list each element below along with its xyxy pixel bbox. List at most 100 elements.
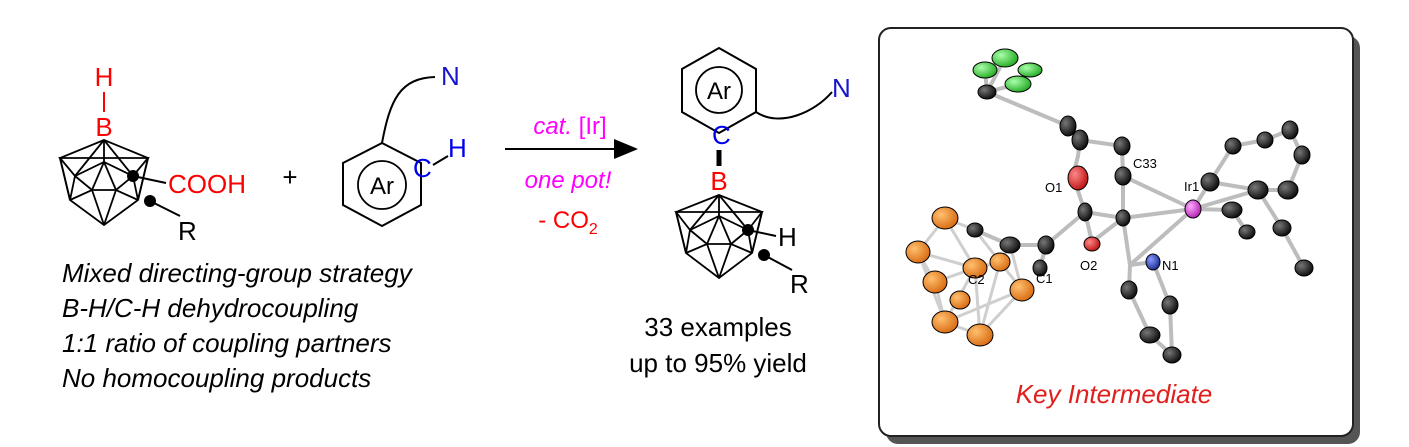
carbon-atom xyxy=(1059,115,1077,137)
atom-label-n1: N1 xyxy=(1162,258,1179,273)
carbon-atom xyxy=(1224,137,1242,155)
reactant2-n-label: N xyxy=(441,61,460,91)
byproduct-subscript: 2 xyxy=(589,221,598,238)
panel-frame xyxy=(878,27,1354,437)
product-arene-ring xyxy=(681,46,757,135)
plus-sign: + xyxy=(282,162,297,192)
carbon-atom xyxy=(1077,202,1093,222)
carbon-atom xyxy=(1114,166,1132,186)
arene-inner-circle xyxy=(357,160,407,210)
scope-yield: up to 95% yield xyxy=(629,348,807,378)
feature-item-4: No homocoupling products xyxy=(62,363,371,393)
carbon-atom xyxy=(1115,209,1131,227)
feature-item-1: Mixed directing-group strategy xyxy=(62,258,414,288)
nitrogen-atom-n1 xyxy=(1145,253,1161,271)
reactant2-h-label: H xyxy=(448,133,467,163)
fluorine-atom xyxy=(991,48,1019,68)
carbon-atom xyxy=(1293,145,1311,165)
carbon-atom xyxy=(1294,259,1314,277)
reactant2-ar-label: Ar xyxy=(370,173,394,200)
carbon-atom xyxy=(1277,180,1299,200)
arene-reactant: Ar N C H xyxy=(342,61,467,228)
carbon-atom xyxy=(1032,259,1048,277)
boron-atom xyxy=(989,252,1011,272)
carbon-atom-c1 xyxy=(1037,235,1055,255)
iridium-atom-ir1 xyxy=(1184,199,1202,219)
oxygen-atom-o2 xyxy=(1083,236,1101,252)
carbon-atom xyxy=(1162,346,1182,364)
carbon-atom xyxy=(1221,201,1243,219)
byproduct-label: - CO2 xyxy=(538,207,598,238)
byproduct-main: - CO xyxy=(538,207,589,234)
reactant2-ch-bond xyxy=(432,155,449,166)
fluorine-atom xyxy=(1017,62,1043,78)
feature-item-2: B-H/C-H dehydrocoupling xyxy=(62,293,359,323)
product-ar-label: Ar xyxy=(707,78,731,105)
scope-summary: 33 examples up to 95% yield xyxy=(629,312,807,378)
crystal-structure-panel: C33 Ir1 O1 O2 N1 C1 C2 Key Intermediate xyxy=(878,27,1360,444)
boron-atom xyxy=(922,270,948,294)
fluorine-atom xyxy=(1004,75,1032,93)
reactant1-b-label: B xyxy=(95,112,112,142)
atom-label-ir1: Ir1 xyxy=(1184,179,1199,194)
atom-label-c33: C33 xyxy=(1133,156,1157,171)
catalyst-rest: [Ir] xyxy=(579,113,607,140)
catalyst-label: cat. [Ir] xyxy=(533,113,606,140)
carbon-atom xyxy=(977,84,997,100)
carborane-acid-reactant: H B COOH R xyxy=(58,62,246,246)
reactant1-c-cooh-bond xyxy=(132,175,167,184)
atom-label-o1: O1 xyxy=(1045,180,1062,195)
reactant1-c-r-bond xyxy=(149,200,181,217)
product-tether xyxy=(755,91,833,120)
product-c-label: C xyxy=(712,120,731,150)
product-structure: Ar C N B H R xyxy=(674,46,851,299)
directing-group-tether xyxy=(381,76,436,144)
carbon-atom xyxy=(1238,224,1256,240)
fluorine-atoms xyxy=(972,48,1043,93)
scope-examples: 33 examples xyxy=(644,312,791,342)
carbon-atom xyxy=(1200,172,1220,192)
boron-atom xyxy=(1009,278,1035,302)
product-cr-bond xyxy=(763,254,793,271)
atom-label-c2: C2 xyxy=(968,272,985,287)
product-n-label: N xyxy=(832,73,851,103)
boron-atom xyxy=(962,257,988,279)
boron-atom xyxy=(931,206,959,230)
carbon-atom xyxy=(1161,295,1179,315)
carbon-atoms xyxy=(966,84,1314,364)
carbon-atom xyxy=(1071,129,1089,151)
product-ch-bond xyxy=(747,229,777,237)
atom-label-o2: O2 xyxy=(1080,258,1097,273)
reactant1-r-label: R xyxy=(178,216,197,246)
carbon-atom xyxy=(1139,326,1161,344)
feature-list: Mixed directing-group strategy B-H/C-H d… xyxy=(62,258,414,393)
boron-atoms xyxy=(905,206,1035,347)
catalyst-italic: cat. xyxy=(533,113,572,140)
reactant1-h-label: H xyxy=(95,62,114,92)
arene-ring xyxy=(342,141,422,228)
oxygen-atom-o1 xyxy=(1067,165,1089,191)
catalyst-space xyxy=(572,113,579,140)
product-arene-circle xyxy=(695,66,743,114)
fluorine-atom xyxy=(972,61,998,79)
carbon-atom-c2 xyxy=(999,236,1021,254)
product-h-label: H xyxy=(778,222,797,252)
carbon-atom xyxy=(1247,180,1269,200)
carbon-atom xyxy=(1272,219,1292,237)
boron-atom xyxy=(966,323,994,347)
carbon-atom xyxy=(1120,280,1138,300)
atom-labels: C33 Ir1 O1 O2 N1 C1 C2 xyxy=(968,156,1199,287)
boron-atom xyxy=(905,240,931,264)
product-b-label: B xyxy=(710,166,727,196)
boron-atom xyxy=(931,310,959,334)
reactant2-c-label: C xyxy=(413,153,432,183)
product-r-label: R xyxy=(790,269,809,299)
one-pot-label: one pot! xyxy=(525,167,612,194)
feature-item-3: 1:1 ratio of coupling partners xyxy=(62,328,392,358)
reaction-conditions: cat. [Ir] one pot! - CO2 xyxy=(505,113,638,238)
atom-label-c1: C1 xyxy=(1036,271,1053,286)
product-cage-drawing xyxy=(674,194,764,280)
carbon-atom xyxy=(1281,120,1299,140)
carbon-atom xyxy=(1113,136,1131,156)
